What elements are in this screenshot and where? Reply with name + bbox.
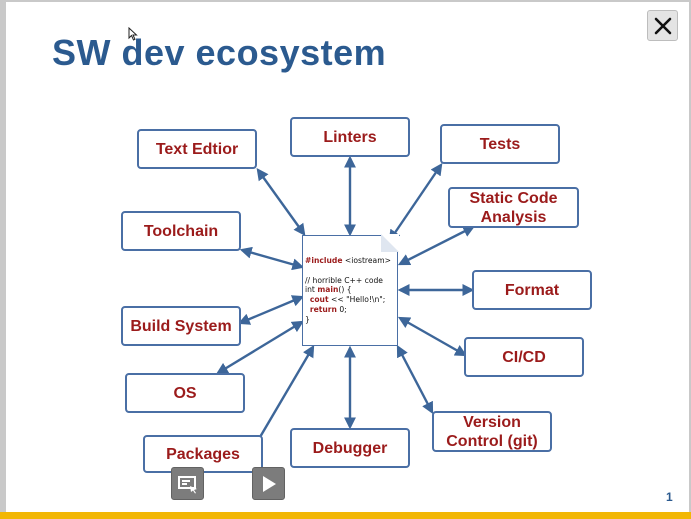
arrow-text-editor xyxy=(256,168,306,236)
code-comment: // horrible C++ code xyxy=(305,275,383,285)
node-label: Packages xyxy=(166,445,240,463)
arrow-build-system xyxy=(237,295,305,325)
screen-share-button[interactable] xyxy=(171,467,204,500)
page-number: 1 xyxy=(666,490,673,504)
node-debugger: Debugger xyxy=(290,428,410,468)
node-static-code-analysis: Static Code Analysis xyxy=(448,187,579,228)
code-keyword: return xyxy=(309,304,337,314)
node-cicd: CI/CD xyxy=(464,337,584,377)
node-label: Build System xyxy=(130,317,232,335)
source-code-document: #include <iostream> // horrible C++ code… xyxy=(302,234,399,346)
arrow-static-analysis xyxy=(397,225,476,266)
node-os: OS xyxy=(125,373,245,413)
arrow-packages xyxy=(251,344,315,452)
code-keyword: main xyxy=(317,285,339,295)
node-label: Tests xyxy=(479,135,521,153)
play-icon xyxy=(262,475,276,492)
page-fold-corner xyxy=(381,234,399,252)
node-version-control: Version Control (git) xyxy=(432,411,552,452)
bottom-accent-bar xyxy=(0,512,691,519)
node-label: Debugger xyxy=(312,439,388,457)
code-snippet: #include <iostream> // horrible C++ code… xyxy=(305,256,397,325)
arrow-version-control xyxy=(396,344,434,415)
close-button[interactable] xyxy=(647,10,678,41)
arrow-cicd xyxy=(397,316,468,357)
close-icon xyxy=(654,17,671,34)
code-text: << "Hello!\n"; xyxy=(328,295,386,305)
code-text: } xyxy=(305,314,310,324)
arrow-toolchain xyxy=(239,246,305,271)
node-packages: Packages xyxy=(143,435,263,473)
arrow-tests xyxy=(388,163,443,242)
code-text: int xyxy=(305,285,318,295)
node-label: Control (git) xyxy=(446,432,538,450)
node-label: Format xyxy=(504,281,560,299)
screen-share-icon xyxy=(177,475,197,493)
node-linters: Linters xyxy=(290,117,410,157)
code-text: 0; xyxy=(336,304,347,314)
node-build-system: Build System xyxy=(121,306,241,346)
code-text: () { xyxy=(338,285,352,295)
node-label: Linters xyxy=(323,128,377,146)
node-label: Analysis xyxy=(480,208,547,226)
node-label: CI/CD xyxy=(502,348,546,366)
node-label: Text Edtior xyxy=(155,140,239,158)
slide-title: SW dev ecosystem xyxy=(52,32,387,73)
node-label: Version xyxy=(463,413,521,431)
code-keyword: #include xyxy=(305,256,343,265)
node-tests: Tests xyxy=(440,124,560,164)
node-toolchain: Toolchain xyxy=(121,211,241,251)
node-label: OS xyxy=(173,384,197,402)
node-label: Toolchain xyxy=(143,222,219,240)
play-button[interactable] xyxy=(252,467,285,500)
mouse-cursor-icon xyxy=(128,27,138,41)
node-text-editor: Text Edtior xyxy=(137,129,257,169)
node-label: Static Code xyxy=(469,189,558,207)
node-format: Format xyxy=(472,270,592,310)
code-keyword: cout xyxy=(309,295,329,305)
code-text: <iostream> xyxy=(342,256,391,265)
